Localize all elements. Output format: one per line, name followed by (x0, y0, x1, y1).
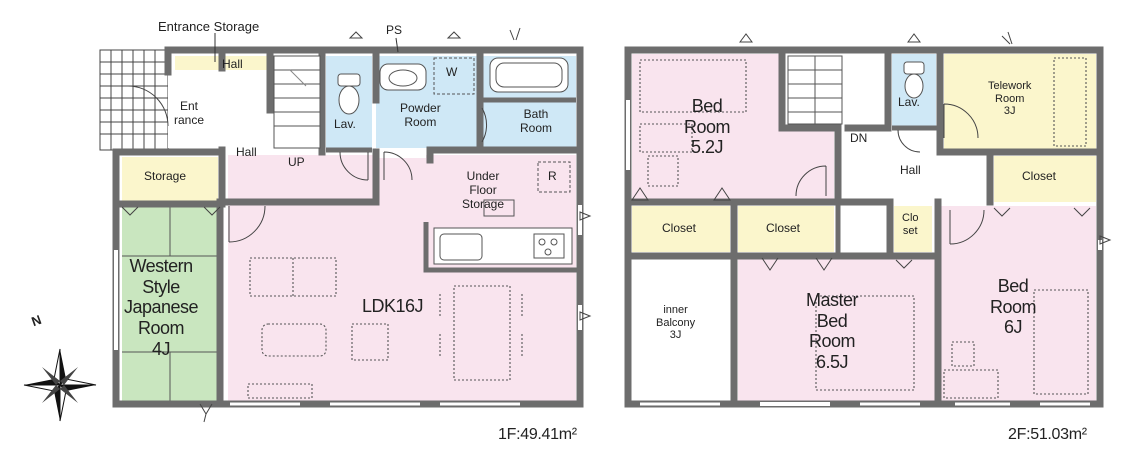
storage-1f-fill (122, 157, 218, 201)
hall-upper-label: Hall (222, 57, 243, 71)
walls-2f (624, 46, 1104, 408)
inner-balcony-label: inner Balcony 3J (656, 304, 696, 342)
inner-walls-1f (326, 97, 580, 273)
second-floor-area: 2F:51.03m² (1008, 426, 1087, 443)
stairs-1f (273, 55, 321, 149)
closet-right-label: Closet (1022, 169, 1057, 183)
door-marks-1f (121, 27, 592, 423)
washer-label: W (446, 65, 458, 79)
entrance-storage-label: Entrance Storage (158, 19, 260, 34)
hall-label: Hall (236, 145, 257, 159)
first-floor-area: 1F:49.41m² (498, 426, 577, 443)
inner-walls-2f (835, 125, 940, 256)
bed-room-1-fill (632, 54, 782, 202)
closet-small-fill (894, 206, 932, 252)
bed-room-1-label: Bed Room 5.2J (684, 96, 731, 158)
tatami-lines (122, 205, 218, 401)
up-label: UP (288, 155, 305, 169)
master-bed-room-label: Master Bed Room 6.5J (806, 290, 859, 373)
storage-1f-label: Storage (144, 169, 187, 183)
bed-room-2-label: Bed Room 6J (990, 276, 1037, 338)
entrance-floor (168, 72, 220, 148)
compass-rose (23, 348, 97, 422)
window-lines-2f (640, 401, 1090, 407)
closet-small-label: Clo set (902, 212, 919, 237)
closet-left-label: Closet (662, 221, 697, 235)
closet-right-fill (994, 156, 1096, 202)
ldk-furniture (247, 257, 523, 399)
under-floor-storage-label: Under Floor Storage (462, 169, 505, 211)
ldk-kitchen-cutout (376, 148, 426, 158)
hall-2f-label: Hall (900, 163, 921, 177)
leader-lines (214, 33, 399, 62)
telework-room-label: Telework Room 3J (988, 80, 1032, 118)
closet-center-label: Closet (766, 221, 801, 235)
entrance-label: Ent rance (174, 99, 205, 127)
refrigerator-label: R (548, 169, 557, 183)
bed-room-1-ext (782, 128, 834, 202)
bath-room-label: Bath Room (520, 107, 553, 135)
door-swings-2f (795, 103, 985, 245)
powder-room-label: Powder Room (400, 101, 441, 129)
lav-2f-label: Lav. (898, 95, 920, 109)
furniture-2f (639, 57, 1089, 399)
fixtures-1f (337, 57, 573, 265)
window-lines-1f (230, 401, 520, 407)
closet-center-fill (738, 206, 834, 252)
door-marks-2f (631, 31, 1112, 271)
ldk-label: LDK16J (362, 296, 424, 316)
ldk-fill (228, 155, 576, 401)
second-floor-plan (624, 31, 1112, 408)
fixtures-2f (903, 61, 925, 99)
door-swings-1f (127, 85, 488, 243)
stairs-2f (787, 55, 843, 125)
lav-1f-label: Lav. (334, 117, 356, 131)
dn-label: DN (850, 131, 868, 145)
closet-left-fill (632, 206, 730, 252)
ps-label: PS (386, 23, 403, 37)
first-floor-plan (99, 27, 592, 423)
japanese-room-label: Western Style Japanese Room 4J (124, 256, 199, 359)
master-bed-fill (738, 254, 936, 402)
bed-room-2-fill (938, 206, 1096, 402)
telework-fill (944, 54, 1096, 150)
